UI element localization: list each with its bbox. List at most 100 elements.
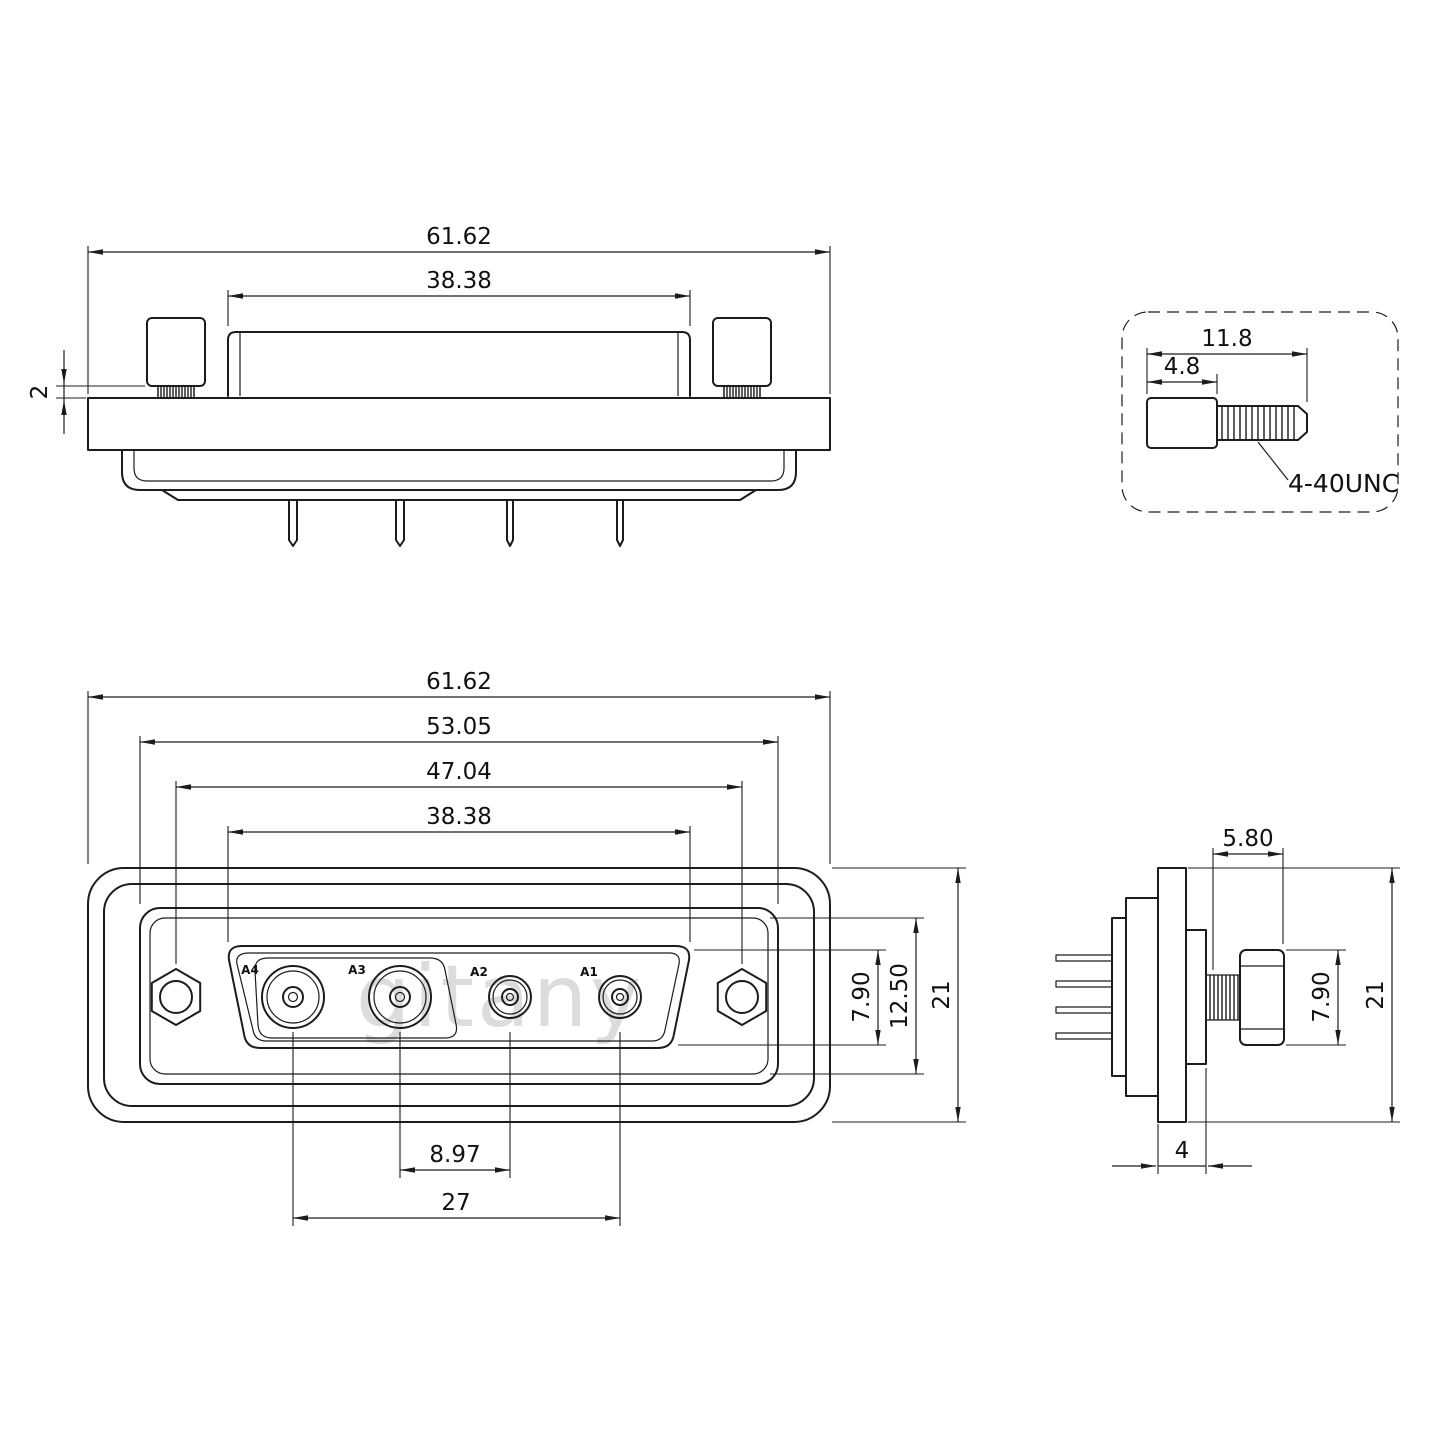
extension-lines bbox=[399, 1032, 511, 1178]
flange-inner-outline bbox=[103, 883, 815, 1107]
front-view: 61.62 53.05 47.04 38.38 A4 bbox=[87, 669, 966, 1226]
screw-head-profile bbox=[1239, 949, 1285, 1046]
jackscrew-head-right bbox=[712, 317, 772, 387]
extension-lines bbox=[175, 781, 743, 964]
dim-front-pitch-inner: 8.97 bbox=[399, 1032, 511, 1178]
insert-inner-outline bbox=[236, 952, 680, 1042]
insert-outline bbox=[227, 945, 691, 1049]
screw-thread-outline bbox=[1206, 974, 1240, 1021]
extension-lines bbox=[292, 1032, 621, 1226]
dim-screw-head-length: 4.8 bbox=[1147, 354, 1218, 394]
contact-outer-ring bbox=[488, 975, 532, 1019]
dimension-value: 11.8 bbox=[1201, 326, 1252, 352]
outer-flange-outline bbox=[87, 867, 831, 1123]
contact-a3: A3 bbox=[348, 963, 432, 1029]
screw-head-outline bbox=[1146, 397, 1218, 449]
shield-edge-lines bbox=[239, 332, 679, 396]
dim-front-insert-width: 38.38 bbox=[227, 804, 691, 942]
dim-side-screw-head-height: 7.90 bbox=[1286, 949, 1346, 1046]
dimension-value: 4 bbox=[1175, 1138, 1190, 1164]
shell-outline bbox=[139, 907, 779, 1085]
dimension-value: 7.90 bbox=[1309, 971, 1335, 1022]
dimension-value: 21 bbox=[929, 980, 955, 1009]
insulator-skirt bbox=[161, 489, 757, 501]
contact-shell-ring bbox=[602, 979, 638, 1015]
dim-front-opening-height: 7.90 bbox=[678, 949, 886, 1046]
extension-lines bbox=[87, 691, 831, 864]
contact-shell-ring bbox=[266, 970, 320, 1024]
dim-front-insert-height: 12.50 bbox=[770, 917, 924, 1075]
body-outline bbox=[121, 449, 797, 491]
dimension-value: 5.80 bbox=[1222, 826, 1273, 852]
contact-outer-ring bbox=[261, 965, 325, 1029]
side-view: 5.80 7.90 21 4 bbox=[1055, 826, 1400, 1174]
extension-lines bbox=[1212, 848, 1284, 970]
contact-label: A2 bbox=[470, 965, 488, 979]
dim-top-width-total: 61.62 bbox=[87, 224, 831, 394]
contact-label: A1 bbox=[580, 965, 598, 979]
body-inner-line bbox=[133, 450, 785, 482]
contact-shell-ring bbox=[492, 979, 528, 1015]
dimension-value: 38.38 bbox=[426, 268, 492, 294]
flange-outline bbox=[87, 397, 831, 451]
shield-outline bbox=[227, 331, 691, 397]
jackscrew-head-left bbox=[146, 317, 206, 387]
dimension-value: 61.62 bbox=[426, 224, 492, 250]
dim-top-panel-thickness: 2 bbox=[27, 350, 145, 434]
thread-hatch-left bbox=[157, 386, 195, 398]
contact-pins bbox=[288, 499, 624, 547]
contact-shell-ring bbox=[373, 970, 427, 1024]
dim-front-width-total: 61.62 bbox=[87, 669, 831, 864]
contact-center-ring bbox=[501, 988, 519, 1006]
contact-center-ring bbox=[282, 986, 304, 1008]
dim-screw-total-length: 11.8 bbox=[1146, 326, 1308, 402]
dimension-value: 7.90 bbox=[849, 971, 875, 1022]
dimension-value: 53.05 bbox=[426, 714, 492, 740]
dimension-value: 8.97 bbox=[429, 1142, 480, 1168]
dim-side-flange-depth: 4 bbox=[1112, 1068, 1252, 1174]
hex-nut-outline bbox=[150, 968, 202, 1026]
screw-thread-hatch bbox=[1221, 406, 1295, 440]
extension-lines bbox=[139, 736, 779, 904]
top-view: 61.62 38.38 2 bbox=[27, 224, 831, 547]
dimension-value: 21 bbox=[1363, 980, 1389, 1009]
contact-a2: A2 bbox=[470, 965, 532, 1019]
hex-nut-outline bbox=[716, 968, 768, 1026]
contact-pin-hole bbox=[287, 991, 299, 1003]
thread-spec-leader bbox=[1257, 441, 1289, 481]
dim-front-height-total: 21 bbox=[832, 867, 966, 1123]
contact-center-ring bbox=[389, 986, 411, 1008]
thread-spec-label: 4-40UNC bbox=[1288, 469, 1399, 498]
contact-a1: A1 bbox=[580, 965, 642, 1019]
contact-outer-ring bbox=[368, 965, 432, 1029]
screw-thread-hatch bbox=[1205, 975, 1239, 1020]
dimension-value: 12.50 bbox=[887, 963, 913, 1029]
dim-front-mount-spacing: 47.04 bbox=[175, 759, 743, 964]
insulator-profile bbox=[1185, 929, 1207, 1065]
power-cavity-outline bbox=[254, 957, 458, 1039]
contact-outer-ring bbox=[598, 975, 642, 1019]
contact-pin-hole bbox=[615, 992, 625, 1002]
dimension-value: 2 bbox=[27, 385, 53, 400]
contact-center-ring bbox=[611, 988, 629, 1006]
contact-label: A3 bbox=[348, 963, 366, 977]
dimension-value: 27 bbox=[441, 1190, 470, 1216]
watermark-text: gitany bbox=[356, 947, 644, 1047]
extension-lines bbox=[1188, 867, 1400, 1123]
dim-side-height-total: 21 bbox=[1188, 867, 1400, 1123]
screw-shaft-outline bbox=[1216, 405, 1308, 441]
extension-lines bbox=[56, 385, 145, 399]
mount-nut-right bbox=[716, 968, 768, 1026]
screw-detail: 11.8 4.8 4-40UNC bbox=[1121, 311, 1399, 513]
shell-profile bbox=[1125, 897, 1159, 1097]
dimension-value: 4.8 bbox=[1164, 354, 1201, 380]
mount-nut-left bbox=[150, 968, 202, 1026]
dimension-value: 38.38 bbox=[426, 804, 492, 830]
extension-lines bbox=[678, 949, 886, 1046]
dimension-value: 61.62 bbox=[426, 669, 492, 695]
thread-hatch-right bbox=[723, 386, 761, 398]
contact-label: A4 bbox=[241, 963, 259, 977]
dim-front-pitch-outer: 27 bbox=[292, 1032, 621, 1226]
dim-front-body-width: 53.05 bbox=[139, 714, 779, 904]
